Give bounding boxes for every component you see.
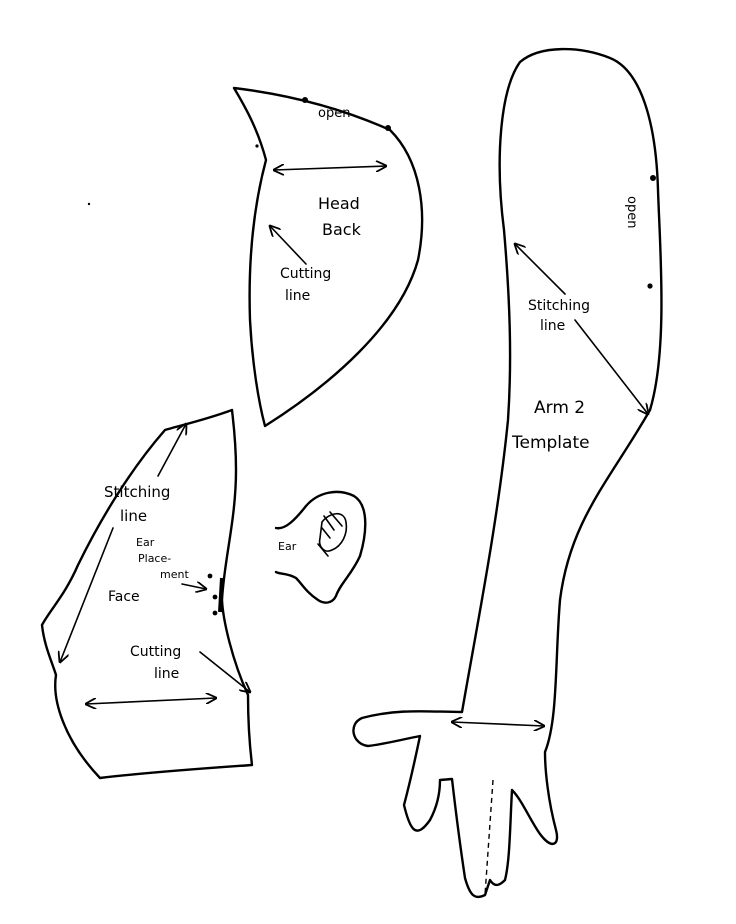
stitching-line-arrow: [60, 527, 114, 662]
face-outline: [40, 408, 254, 780]
finger-stitch-dashes: [484, 779, 494, 896]
head-back-cutting-label-line2: line: [285, 288, 310, 304]
arm-stitching-label-line2: line: [540, 318, 565, 334]
ear-placement-arrow: [181, 584, 206, 589]
ear-placement-dot: [212, 610, 218, 616]
ear-piece: Ear: [274, 490, 367, 604]
arm-piece: open Stitching line Arm 2 Template: [352, 47, 663, 899]
face-ear-placement-label-line1: Ear: [136, 536, 155, 549]
face-stitching-label-line1: Stitching: [104, 483, 170, 501]
notch-dot: [255, 144, 259, 148]
cutting-line-arrow: [199, 651, 250, 692]
face-cutting-label-line1: Cutting: [130, 644, 181, 660]
cutting-line-arrow: [270, 226, 307, 265]
head-back-outline: [232, 86, 424, 428]
arm-stitching-label-line1: Stitching: [528, 298, 590, 314]
ear-placement-dot: [212, 594, 218, 600]
arm-outline: [352, 47, 663, 899]
head-back-open-label: open: [318, 106, 350, 121]
stray-dot: [87, 202, 91, 206]
face-cutting-label-line2: line: [154, 666, 179, 682]
arm-title-line2: Template: [511, 433, 590, 453]
ear-placement-mark: [218, 577, 224, 613]
ear-outline: [274, 490, 367, 604]
head-back-cutting-label-line1: Cutting: [280, 266, 331, 282]
face-title: Face: [108, 589, 140, 605]
grain-arrow: [86, 698, 216, 704]
arm-open-label: open: [624, 196, 639, 228]
ear-placement-dot: [207, 573, 213, 579]
head-back-title-line2: Back: [322, 220, 362, 239]
grain-arrow: [274, 166, 386, 170]
face-ear-placement-label-line2: Place-: [138, 552, 171, 565]
grain-arrow: [452, 722, 544, 726]
open-mark-dot: [650, 175, 656, 181]
face-ear-placement-label-line3: ment: [160, 568, 189, 581]
ear-hatching: [317, 511, 343, 557]
ear-inner-detail: [318, 512, 348, 552]
open-mark-dot: [385, 125, 391, 131]
face-piece: Stitching line Ear Place- ment Face Cutt…: [40, 408, 254, 780]
open-mark-dot: [302, 97, 308, 103]
open-mark-dot: [647, 283, 653, 289]
face-stitching-label-line2: line: [120, 507, 147, 525]
stitching-line-arrow: [574, 319, 648, 414]
head-back-piece: open Head Back Cutting line: [232, 86, 424, 428]
ear-title: Ear: [278, 540, 297, 553]
arm-title-line1: Arm 2: [534, 398, 585, 418]
stitching-line-arrow: [515, 244, 566, 295]
stitching-line-arrow: [157, 424, 186, 477]
head-back-title-line1: Head: [318, 194, 360, 213]
